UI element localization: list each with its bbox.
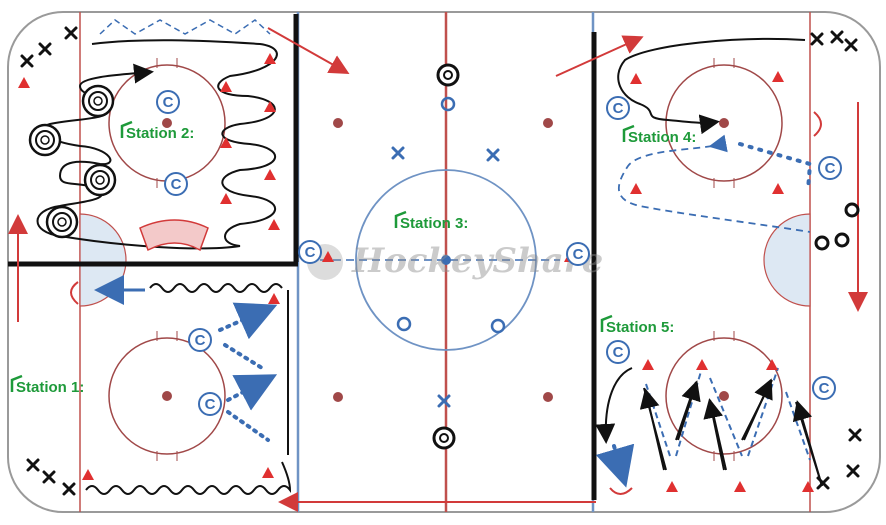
- station5-skate-start: [595, 367, 633, 444]
- defenders-x: [391, 146, 500, 408]
- svg-text:Station 3:: Station 3:: [400, 215, 468, 232]
- station5-zigzag-dashed: [645, 367, 811, 461]
- tire-icon: [28, 123, 62, 157]
- coach-icons: C C C C C C C C C C: [156, 90, 842, 416]
- tire-icon: [432, 426, 456, 450]
- coach-icon: C: [566, 242, 590, 266]
- station1-wavy-top: [149, 283, 283, 293]
- station4-dotted: [738, 142, 813, 192]
- station5-arrows: [639, 378, 823, 487]
- tire-icon: [436, 63, 460, 87]
- svg-text:C: C: [171, 176, 182, 193]
- svg-text:C: C: [819, 380, 830, 397]
- faceoff-circle-top-right: [665, 58, 783, 188]
- station1-dotted-2: [223, 343, 264, 370]
- svg-text:C: C: [205, 396, 216, 413]
- svg-text:C: C: [163, 94, 174, 111]
- players-x: [20, 26, 862, 496]
- station2-dashed-top: [99, 19, 271, 35]
- faceoff-circle-bottom-left: [108, 331, 226, 461]
- svg-text:C: C: [195, 332, 206, 349]
- tire-icon: [45, 205, 79, 239]
- station2-crease-cone: [139, 219, 209, 252]
- station4-crease-mark: [813, 111, 822, 137]
- station5-dotted: [595, 443, 635, 488]
- svg-text:C: C: [613, 100, 624, 117]
- svg-text:Station 5:: Station 5:: [606, 319, 674, 336]
- station-label-2: Station 2:: [120, 120, 194, 142]
- svg-text:C: C: [825, 160, 836, 177]
- coach-icon: C: [812, 376, 836, 400]
- center-dot: [441, 255, 451, 265]
- svg-text:C: C: [613, 344, 624, 361]
- station-label-3: Station 3:: [394, 210, 468, 232]
- nz-dot: [543, 118, 553, 128]
- tire-icon: [81, 84, 115, 118]
- nz-dot: [333, 392, 343, 402]
- station1-dotted-3: [226, 374, 278, 411]
- puck-pile: [814, 202, 860, 251]
- nz-dot: [543, 392, 553, 402]
- rotation-arrow-top-left: [267, 27, 350, 74]
- coach-icon: C: [298, 240, 322, 264]
- svg-text:C: C: [573, 246, 584, 263]
- svg-text:C: C: [305, 244, 316, 261]
- coach-icon: C: [164, 172, 188, 196]
- station1-wavy-bottom: [85, 461, 292, 495]
- svg-text:Station 1:: Station 1:: [16, 379, 84, 396]
- svg-text:Station 4:: Station 4:: [628, 129, 696, 146]
- rotation-arrow-top-right: [555, 35, 644, 77]
- watermark: HockeyShare: [307, 241, 603, 281]
- station4-skate-path: [617, 38, 806, 135]
- coach-icon: C: [606, 96, 630, 120]
- station-label-4: Station 4:: [622, 124, 696, 146]
- station5-crease-mark: [609, 487, 633, 495]
- station-label-5: Station 5:: [600, 314, 674, 336]
- coach-icon: C: [156, 90, 180, 114]
- coach-icon: C: [188, 328, 212, 352]
- cones: [18, 53, 814, 492]
- coach-icon: C: [606, 340, 630, 364]
- station1-dotted-4: [226, 410, 270, 442]
- tire-icon: [83, 163, 117, 197]
- coach-icon: C: [818, 156, 842, 180]
- watermark-text: HockeyShare: [351, 241, 603, 281]
- crease-right: [763, 213, 811, 307]
- blue-circles: [396, 96, 506, 334]
- svg-text:Station 2:: Station 2:: [126, 125, 194, 142]
- nz-dot: [333, 118, 343, 128]
- station1-crease-mark: [70, 281, 79, 305]
- station4-dashed-path: [617, 134, 811, 233]
- coach-icon: C: [198, 392, 222, 416]
- station-label-1: Station 1:: [10, 374, 84, 396]
- station1-dotted-1: [218, 302, 278, 340]
